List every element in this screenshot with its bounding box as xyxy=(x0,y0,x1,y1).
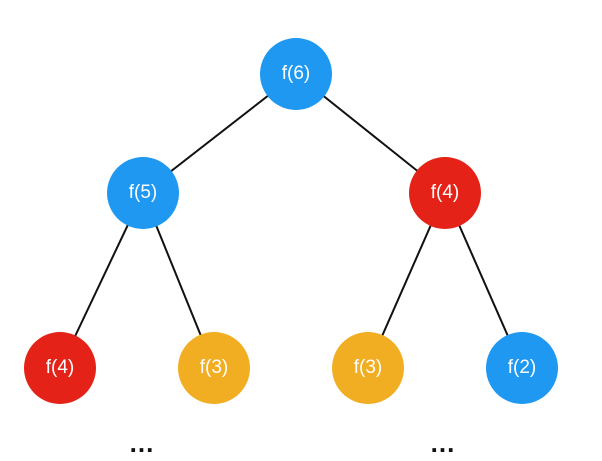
node-label: f(3) xyxy=(199,357,229,378)
node-f2: f(2) xyxy=(486,332,558,404)
node-label: f(4) xyxy=(45,357,75,378)
node-label: f(3) xyxy=(353,357,383,378)
node-label: f(2) xyxy=(507,357,537,378)
node-f4-right: f(4) xyxy=(409,157,481,229)
node-f4-left: f(4) xyxy=(24,332,96,404)
node-f5: f(5) xyxy=(107,157,179,229)
ellipsis-right: ... xyxy=(430,428,456,458)
node-f3-left: f(3) xyxy=(178,332,250,404)
node-label: f(6) xyxy=(281,63,311,84)
node-label: f(5) xyxy=(128,182,158,203)
node-f3-right: f(3) xyxy=(332,332,404,404)
node-label: f(4) xyxy=(430,182,460,203)
node-f6-root: f(6) xyxy=(260,38,332,110)
ellipsis-left: ... xyxy=(129,428,155,458)
